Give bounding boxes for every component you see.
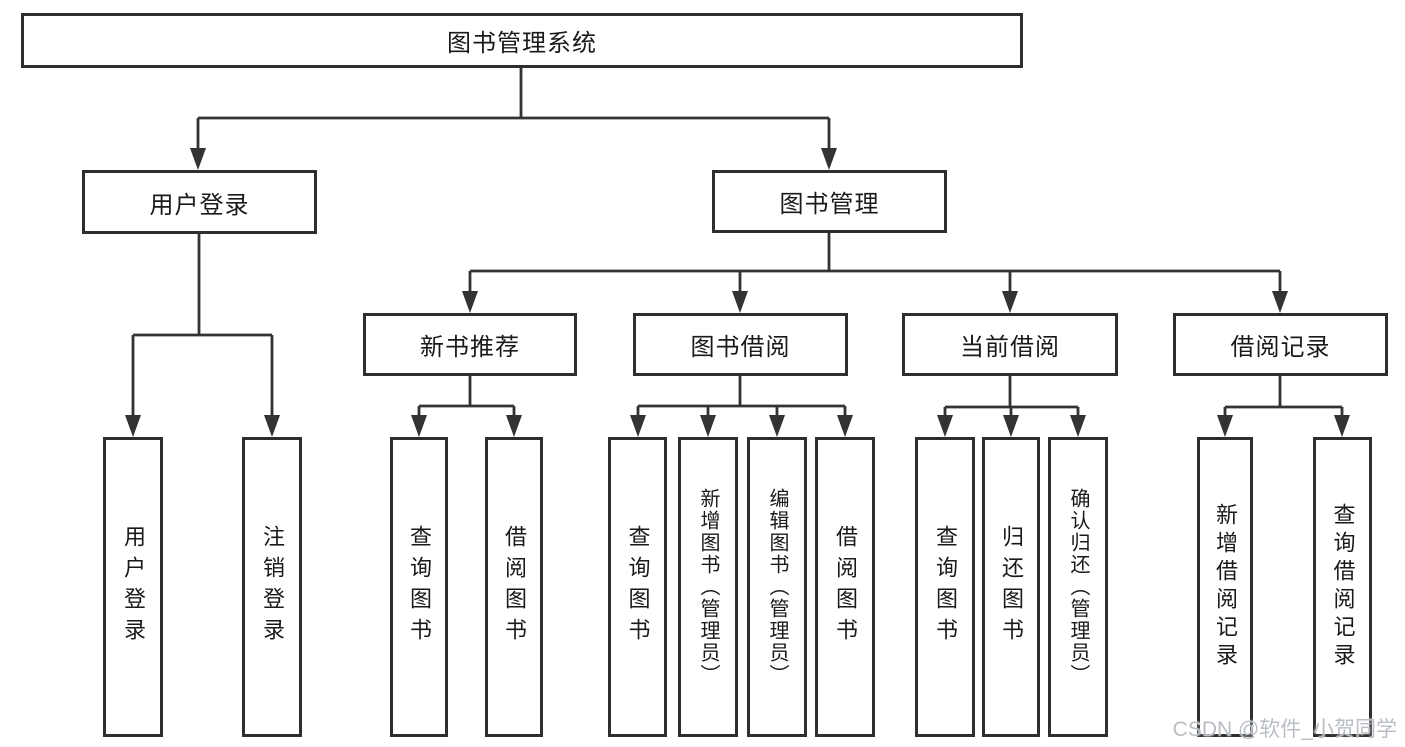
node-label: 查询借阅记录 (1330, 503, 1356, 671)
node-label: 新书推荐 (420, 334, 520, 361)
node-label: 新增借阅记录 (1213, 503, 1238, 671)
node-label: 新增图书（管理员） (697, 488, 719, 686)
leaf-return-books: 归还图书 (982, 437, 1040, 737)
leaf-logout: 注销登录 (242, 437, 302, 737)
node-label: 当前借阅 (960, 334, 1060, 361)
leaf-recommend-query-books: 查询图书 (390, 437, 448, 737)
leaf-borrowing-borrow-books: 借阅图书 (815, 437, 875, 737)
watermark: CSDN @软件_小贺同学 (1172, 718, 1397, 741)
leaf-add-borrow-record: 新增借阅记录 (1197, 437, 1253, 737)
node-label: 编辑图书（管理员） (766, 488, 788, 686)
leaf-user-login: 用户登录 (103, 437, 163, 737)
node-label: 查询图书 (933, 525, 958, 649)
node-label: 查询图书 (625, 525, 651, 649)
node-label: 借阅图书 (833, 525, 858, 649)
node-label: 归还图书 (999, 525, 1024, 649)
node-borrowing-records: 借阅记录 (1173, 313, 1388, 376)
node-current-borrowing: 当前借阅 (902, 313, 1118, 376)
leaf-edit-books-admin: 编辑图书（管理员） (747, 437, 807, 737)
node-label: 图书管理系统 (447, 30, 597, 57)
node-label: 借阅记录 (1230, 334, 1331, 361)
node-label: 图书管理 (779, 191, 880, 218)
node-label: 查询图书 (407, 525, 432, 649)
leaf-recommend-borrow-books: 借阅图书 (485, 437, 543, 737)
node-label: 确认归还（管理员） (1067, 488, 1089, 686)
node-label: 注销登录 (260, 525, 285, 649)
leaf-current-query-books: 查询图书 (915, 437, 975, 737)
leaf-add-books-admin: 新增图书（管理员） (678, 437, 738, 737)
leaf-query-borrow-record: 查询借阅记录 (1313, 437, 1372, 737)
node-label: 借阅图书 (502, 525, 527, 649)
leaf-confirm-return-admin: 确认归还（管理员） (1048, 437, 1108, 737)
node-library-management-system: 图书管理系统 (21, 13, 1023, 68)
node-label: 用户登录 (149, 191, 250, 219)
node-book-borrowing: 图书借阅 (633, 313, 848, 376)
node-user-login: 用户登录 (82, 170, 317, 234)
leaf-borrowing-query-books: 查询图书 (608, 437, 667, 737)
node-new-book-recommend: 新书推荐 (363, 313, 577, 376)
node-book-management: 图书管理 (712, 170, 947, 233)
node-label: 用户登录 (121, 525, 146, 649)
node-label: 图书借阅 (690, 334, 791, 361)
